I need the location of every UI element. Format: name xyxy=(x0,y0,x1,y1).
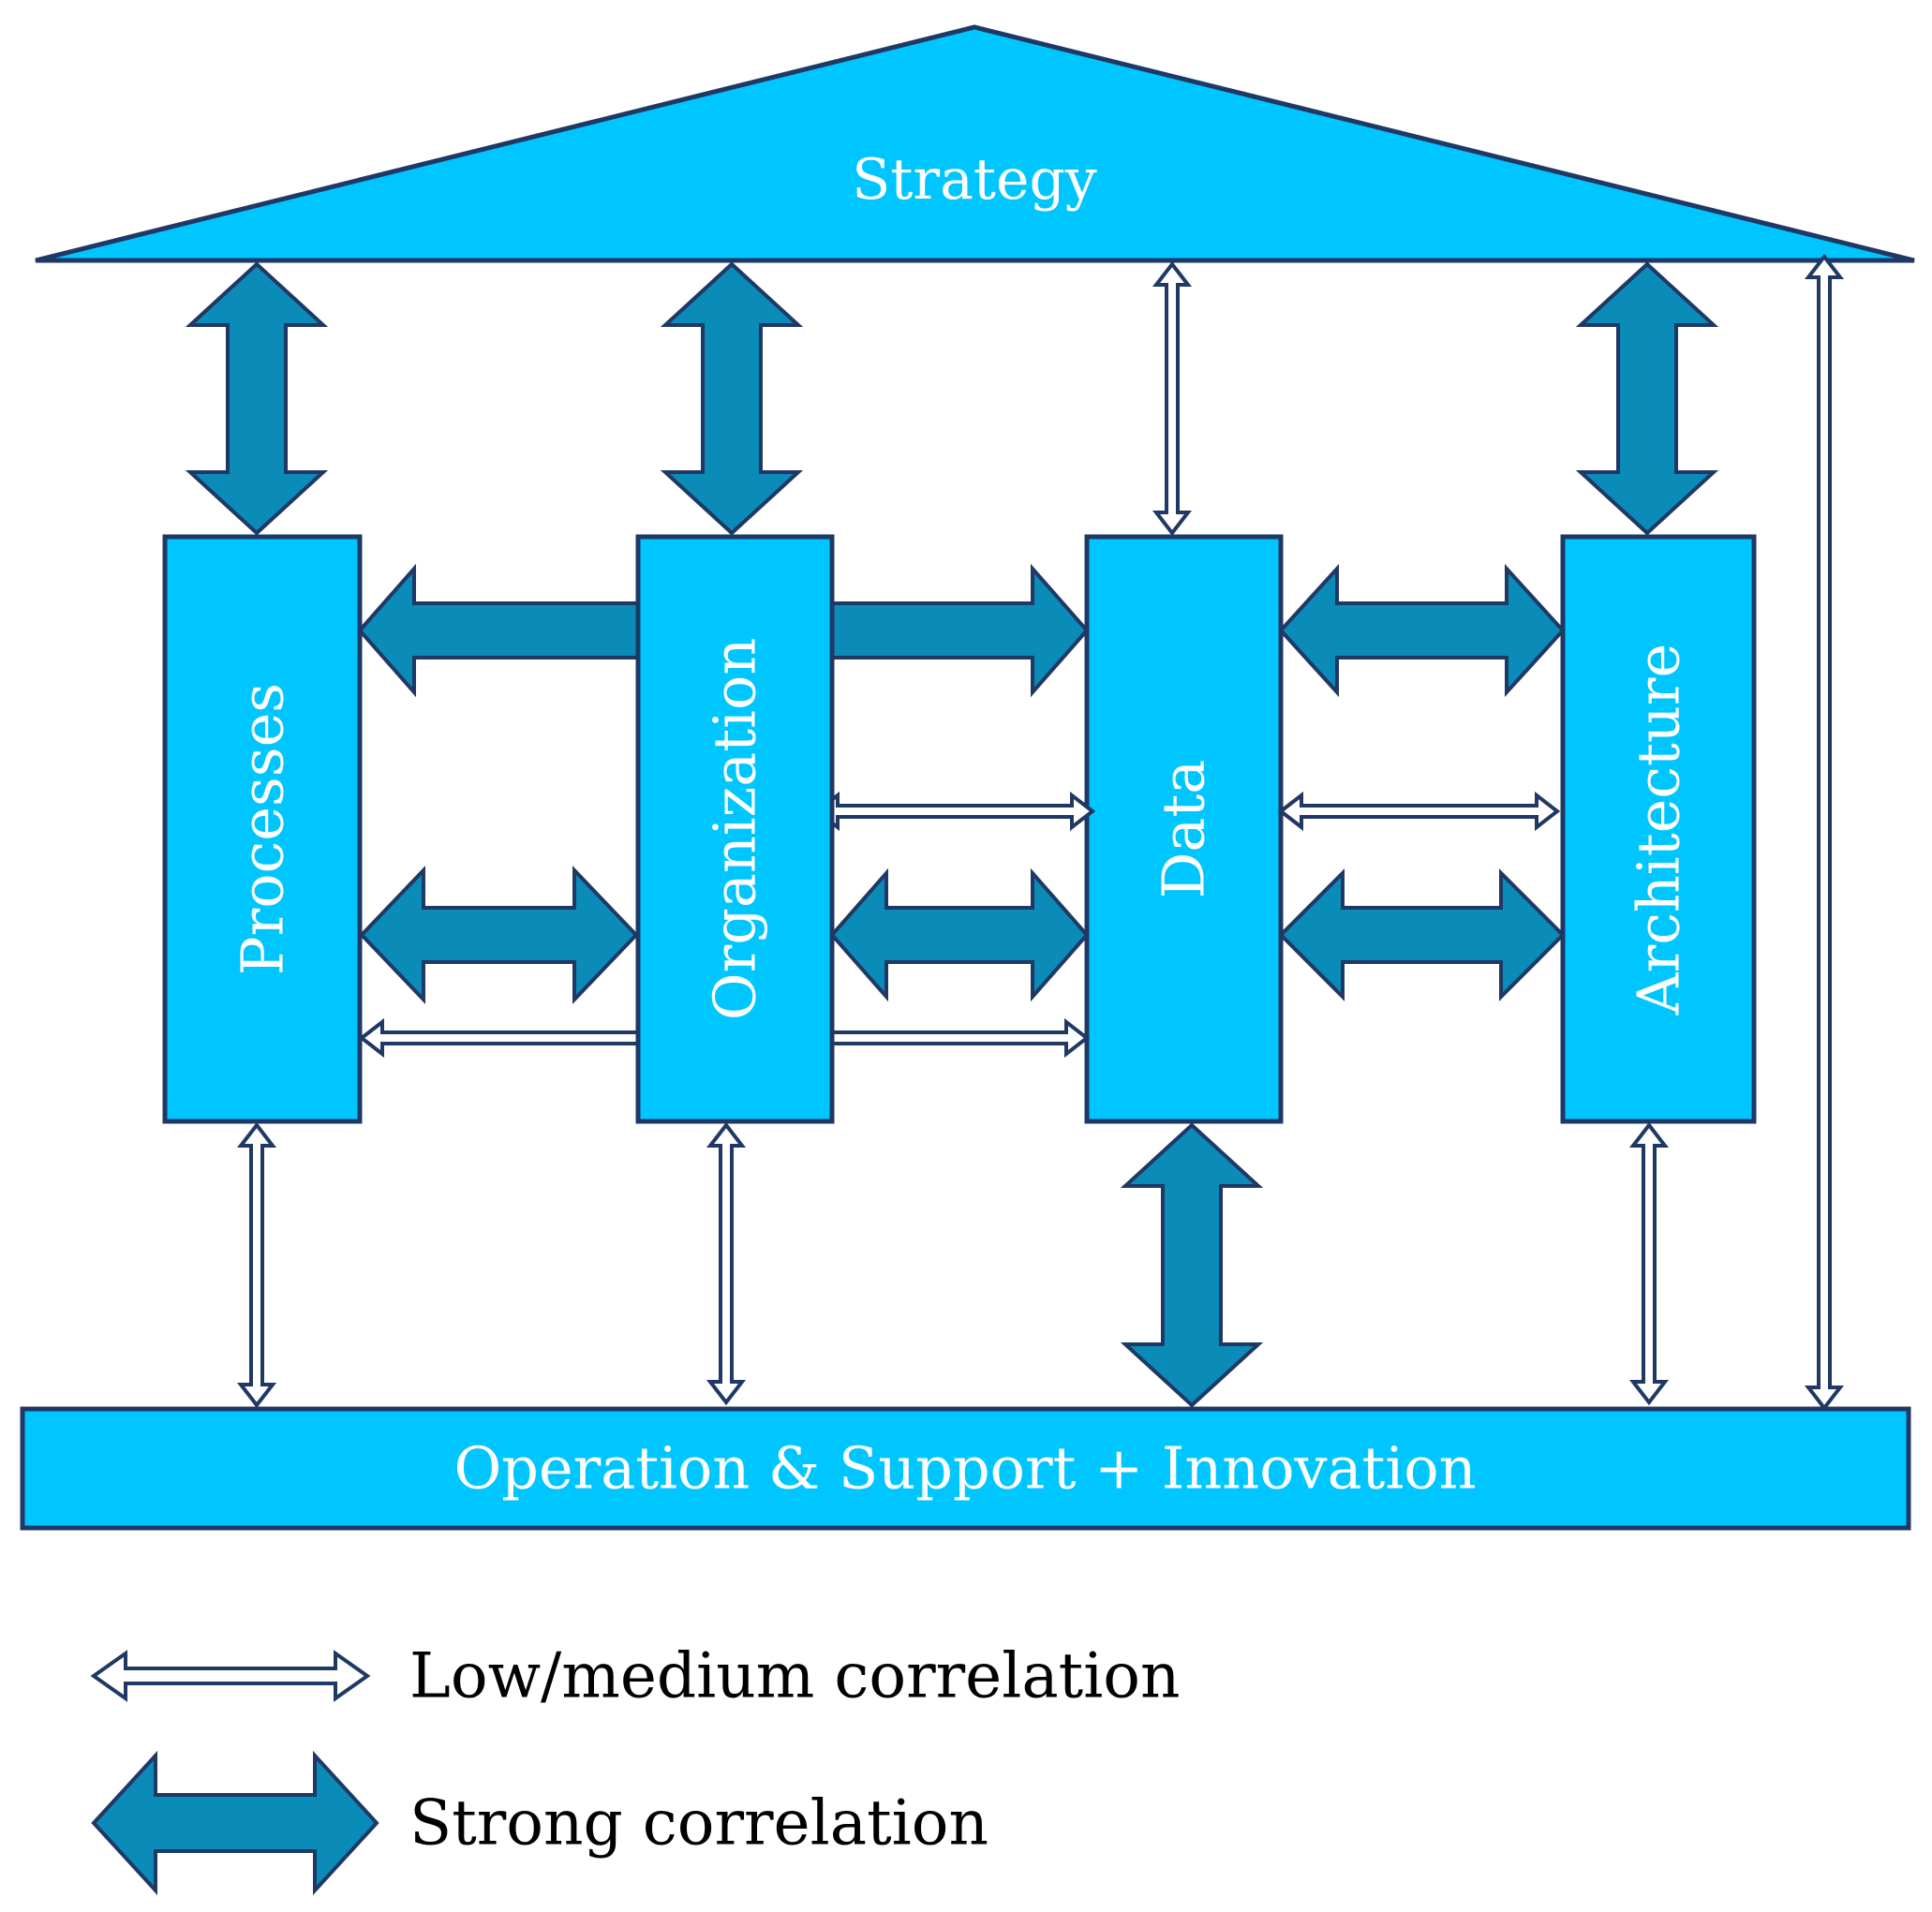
arrow-data-base-strong xyxy=(1120,1122,1264,1408)
base-label: Operation & Support + Innovation xyxy=(453,1434,1476,1503)
arrow-strategy-data-weak xyxy=(1152,260,1193,537)
legend-weak-arrow xyxy=(90,1650,371,1702)
pillar-label-architecture: Architecture xyxy=(1625,644,1693,1015)
arrow-data-architecture-weak xyxy=(1277,791,1561,832)
pillar-architecture xyxy=(1560,534,1757,1124)
arrow-strategy-organization-strong xyxy=(660,261,804,536)
pillar-organization xyxy=(635,534,835,1124)
operation-support-base xyxy=(20,1406,1911,1531)
arrow-organization-data-weak xyxy=(813,791,1096,832)
pillar-processes xyxy=(162,534,363,1124)
strategy-label: Strategy xyxy=(852,147,1097,213)
arrow-data-architecture-strong-bottom xyxy=(1278,868,1566,1001)
pillar-label-organization: Organization xyxy=(701,638,769,1021)
legend-weak-label: Low/medium correlation xyxy=(409,1640,1181,1712)
arrow-architecture-base-weak xyxy=(1628,1121,1670,1406)
arrow-processes-base-weak xyxy=(236,1121,277,1409)
legend-strong-label: Strong correlation xyxy=(409,1787,988,1860)
arrow-strategy-base-weak xyxy=(1804,253,1845,1412)
pillar-label-data: Data xyxy=(1150,760,1218,899)
pillar-label-processes: Processes xyxy=(229,683,297,975)
arrow-strategy-processes-strong xyxy=(185,261,329,536)
strategy-roof xyxy=(35,24,1915,263)
arrow-organization-data-strong xyxy=(829,867,1090,1002)
legend-strong-arrow xyxy=(91,1750,379,1896)
legend-arrows xyxy=(90,1650,379,1896)
arrow-processes-organization-strong xyxy=(359,866,639,1004)
arrow-data-architecture-strong-top xyxy=(1278,563,1566,698)
arrow-organization-base-weak xyxy=(706,1121,747,1406)
pillar-data xyxy=(1084,534,1284,1124)
arrow-strategy-architecture-strong xyxy=(1575,261,1719,536)
